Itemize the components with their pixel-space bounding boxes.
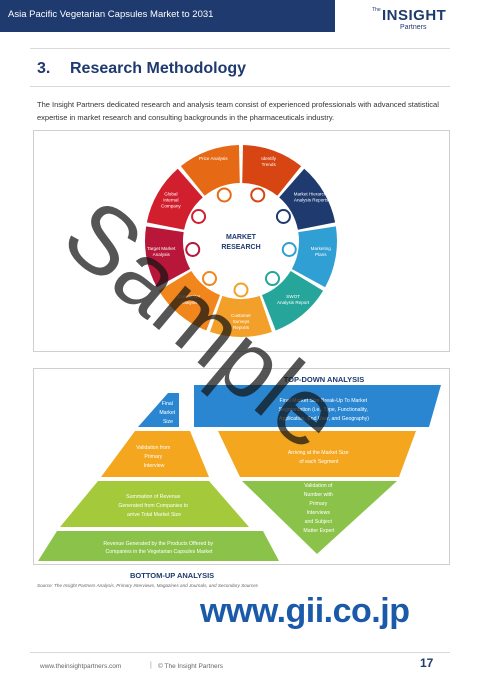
section-number: 3. <box>37 60 51 77</box>
bottomup-tier-3-text: Summation of Revenue Generated from Comp… <box>118 494 189 518</box>
segment-icon <box>202 271 218 287</box>
header-bar: Asia Pacific Vegetarian Capsules Market … <box>0 0 335 32</box>
report-title: Asia Pacific Vegetarian Capsules Market … <box>8 9 214 20</box>
wheel-center <box>201 201 281 281</box>
wheel-center-label: RESEARCH <box>221 244 260 251</box>
topdown-band-3-text: Validation of Number with Primary Interv… <box>303 483 335 534</box>
bottomup-tier-3 <box>60 481 249 527</box>
bottomup-tier-4-text: Revenue Generated by the Products Offere… <box>103 541 214 555</box>
wheel-segment <box>146 168 203 230</box>
page-number: 17 <box>420 656 434 670</box>
footer-copyright: © The Insight Partners <box>158 663 224 670</box>
footer-separator: | <box>150 662 152 669</box>
bottomup-tier-2 <box>101 431 209 477</box>
topdown-band-2 <box>218 431 416 477</box>
footer-url: www.theinsightpartners.com <box>40 663 122 670</box>
insight-partners-logo: The INSIGHT Partners <box>372 6 472 36</box>
bottomup-title: BOTTOM-UP ANALYSIS <box>130 571 215 580</box>
segment-icon <box>281 242 297 258</box>
title-divider <box>30 86 450 87</box>
segment-icon <box>185 242 201 258</box>
wheel-segment <box>242 145 302 196</box>
logo-sub: Partners <box>400 24 427 31</box>
wheel-segment <box>261 271 324 331</box>
section-title: Research Methodology <box>70 60 247 77</box>
segment-icon <box>250 187 266 203</box>
analysis-diagram: TOP-DOWN ANALYSIS Final Market Size Brea… <box>38 375 441 561</box>
logo-the: The <box>372 7 381 13</box>
top-divider <box>30 48 450 49</box>
segment-icon <box>191 209 207 224</box>
topdown-band-1-text: Final Market Size Break-Up To Market Seg… <box>279 398 370 422</box>
wheel-segment <box>180 145 240 196</box>
wheel-center-label: MARKET <box>226 234 257 241</box>
bottomup-tier-2-text: Validation from Primary Interview <box>136 445 172 469</box>
segment-icon <box>275 209 291 224</box>
topdown-band-3 <box>242 481 397 554</box>
wheel-segment-label: Price Analysis <box>199 156 228 161</box>
intro-paragraph: The Insight Partners dedicated research … <box>37 100 439 122</box>
bottomup-tier-1 <box>138 393 179 427</box>
gii-url: www.gii.co.jp <box>200 592 410 630</box>
bottomup-tier-1-text: Final Market Size <box>159 401 176 425</box>
wheel-segment <box>291 226 337 288</box>
wheel-segment <box>210 295 272 337</box>
topdown-band-2-text: Arriving at the Market Size of each Segm… <box>288 450 350 465</box>
analysis-diagram-box: TOP-DOWN ANALYSIS Final Market Size Brea… <box>33 368 450 565</box>
wheel-segment <box>145 226 191 288</box>
footer-divider <box>30 652 450 653</box>
wheel-segment <box>158 271 221 331</box>
logo-main: INSIGHT <box>382 7 447 24</box>
topdown-title: TOP-DOWN ANALYSIS <box>284 375 365 384</box>
segment-icon <box>233 282 249 298</box>
bottomup-tier-4 <box>38 531 279 561</box>
segment-icon <box>264 271 280 287</box>
segment-icon <box>216 187 232 203</box>
wheel-segment <box>279 168 336 230</box>
topdown-band-1 <box>194 385 441 427</box>
source-note: Source: The Insight Partners Analysis, P… <box>37 583 258 588</box>
